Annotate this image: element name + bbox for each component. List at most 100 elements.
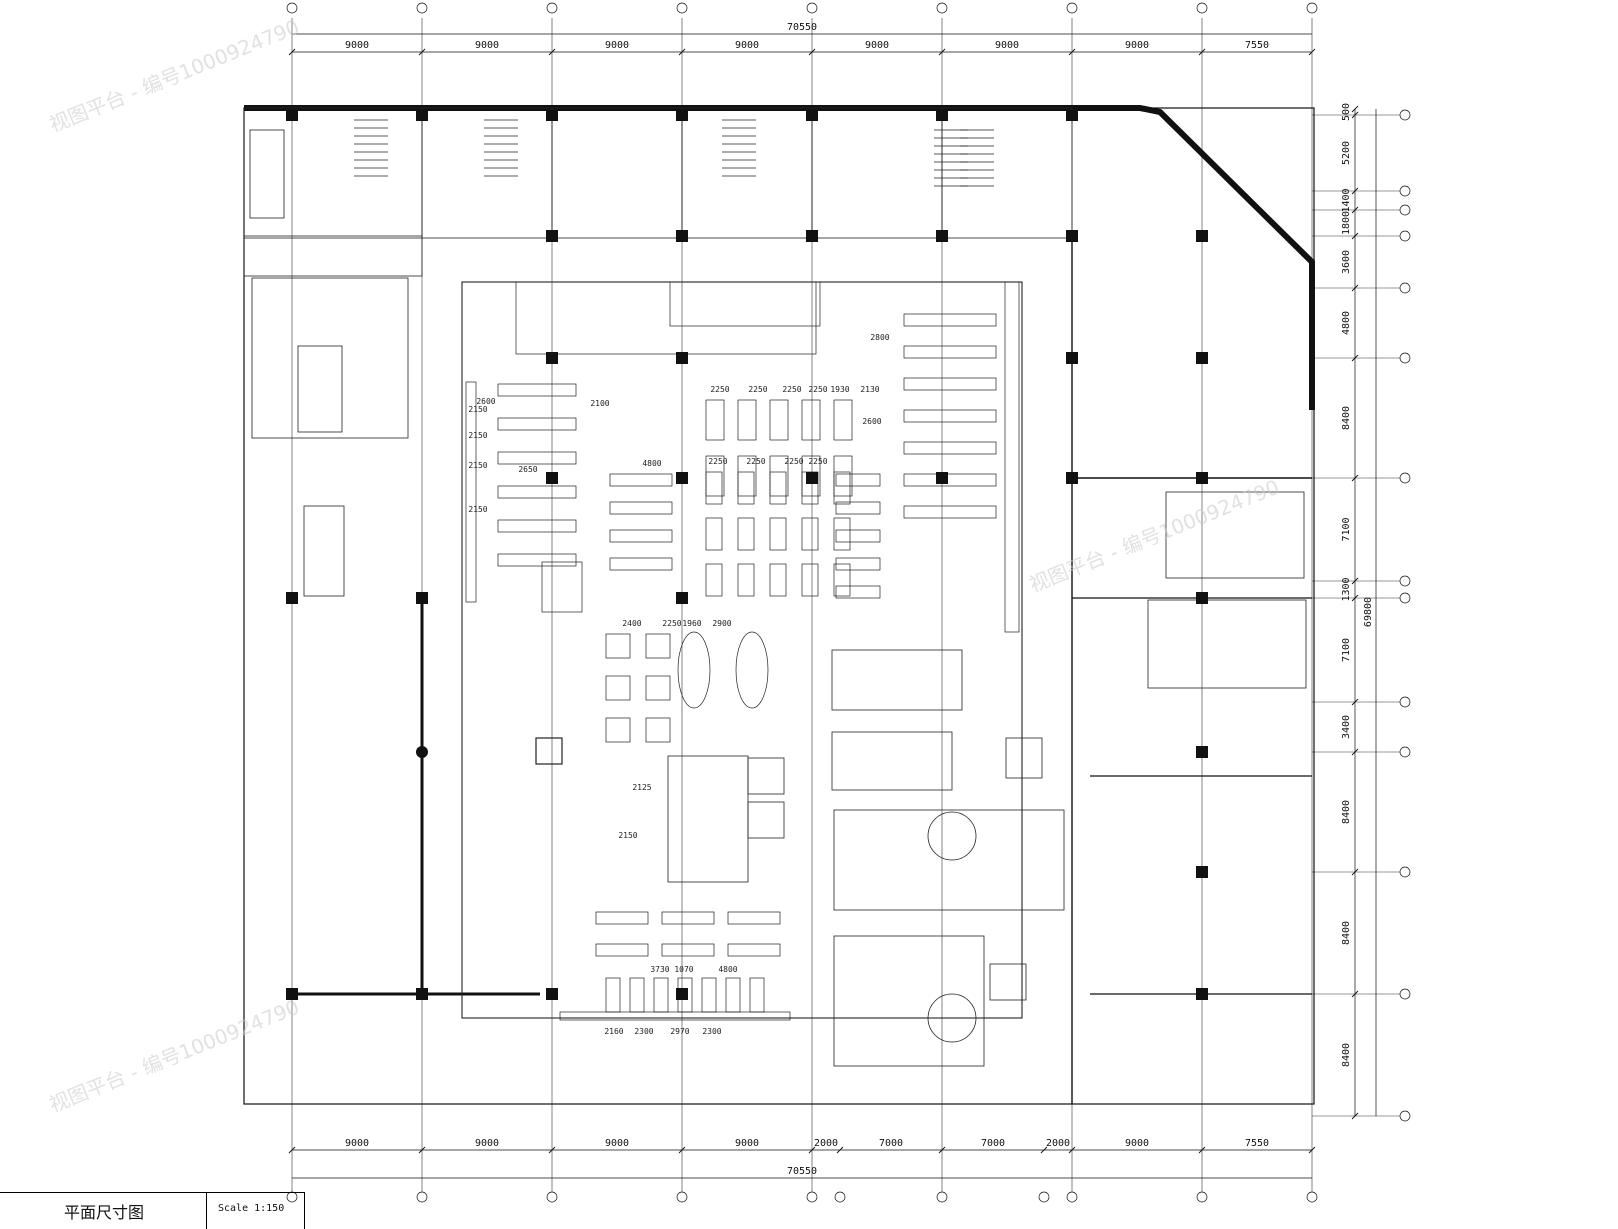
- gondola: [653, 977, 669, 1013]
- dimension-label: 9000: [735, 1138, 759, 1149]
- grid-lines: [291, 18, 1400, 1192]
- interior-dimension-label: 4800: [642, 459, 661, 468]
- dimension-total-label: 70550: [787, 1166, 817, 1177]
- round-column: [416, 746, 428, 758]
- interior-dimension-label: 2130: [860, 385, 879, 394]
- interior-dimension-label: 2600: [862, 417, 881, 426]
- elevator-box: [1005, 737, 1043, 779]
- gondola: [497, 485, 577, 499]
- dimension-label: 3600: [1341, 250, 1352, 274]
- column: [1066, 230, 1078, 242]
- column: [1066, 472, 1078, 484]
- grid-bubble: [1399, 575, 1411, 587]
- display-unit: [737, 563, 755, 597]
- gondola: [609, 557, 673, 571]
- grid-bubble: [1066, 1191, 1078, 1203]
- column: [676, 592, 688, 604]
- column: [1196, 230, 1208, 242]
- display-unit: [705, 399, 725, 441]
- grid-bubble: [1399, 109, 1411, 121]
- dimension-tick: [678, 48, 686, 56]
- gondola: [595, 911, 649, 925]
- dimension-label: 8400: [1341, 921, 1352, 945]
- column: [1196, 592, 1208, 604]
- dimension-label: 5200: [1341, 141, 1352, 165]
- column: [546, 352, 558, 364]
- interior-dimension-label: 2250: [708, 457, 727, 466]
- column: [286, 592, 298, 604]
- dimension-tick: [1198, 48, 1206, 56]
- interior-dimension-label: 1070: [674, 965, 693, 974]
- interior-dimension-label: 2150: [468, 431, 487, 440]
- dimension-label: 9000: [735, 40, 759, 51]
- circular-stair: [927, 811, 977, 861]
- elevator-box: [747, 757, 785, 795]
- interior-dimension-label: 2125: [632, 783, 651, 792]
- dimension-tick: [836, 1146, 844, 1154]
- dimension-tick: [1351, 698, 1359, 706]
- interior-dimension-label: 2250: [782, 385, 801, 394]
- gondola: [835, 501, 881, 515]
- gondola: [497, 383, 577, 397]
- display-unit: [705, 471, 723, 505]
- gondola: [497, 417, 577, 431]
- dimension-label: 8400: [1341, 406, 1352, 430]
- grid-bubble: [1196, 2, 1208, 14]
- gondola: [701, 977, 717, 1013]
- core-room: [831, 731, 953, 791]
- column: [546, 109, 558, 121]
- dimension-tick: [1351, 284, 1359, 292]
- building-walls: [243, 105, 1315, 1105]
- column: [1196, 472, 1208, 484]
- interior-dimension-label: 2250: [784, 457, 803, 466]
- grid-bubble: [1399, 230, 1411, 242]
- dimension-label: 9000: [475, 40, 499, 51]
- interior-dimension-label: 2300: [702, 1027, 721, 1036]
- column: [1196, 352, 1208, 364]
- grid-bubble: [1399, 282, 1411, 294]
- display-unit: [801, 517, 819, 551]
- column: [676, 352, 688, 364]
- cold-room: [669, 281, 821, 327]
- dimension-tick: [1351, 187, 1359, 195]
- dimension-label: 9000: [345, 1138, 369, 1149]
- dimension-tick: [548, 48, 556, 56]
- dimension-tick: [288, 1146, 296, 1154]
- dimension-tick: [1068, 48, 1076, 56]
- dimension-tick: [1351, 354, 1359, 362]
- dimension-tick: [548, 1146, 556, 1154]
- column: [936, 230, 948, 242]
- display-unit: [833, 399, 853, 441]
- dimension-label: 2000: [1046, 1138, 1070, 1149]
- west-elevator: [303, 505, 345, 597]
- service-room: [681, 107, 813, 239]
- gondola: [609, 529, 673, 543]
- wall-shelf: [465, 381, 477, 603]
- interior-dimension-label: 2250: [808, 385, 827, 394]
- grid-bubble: [1399, 592, 1411, 604]
- room-layout: [243, 107, 1307, 1067]
- title-block: 平面尺寸图 Scale 1:150: [0, 1192, 305, 1229]
- grid-bubble: [1306, 1191, 1318, 1203]
- service-room: [243, 107, 423, 239]
- interior-dimension-label: 2160: [604, 1027, 623, 1036]
- kiosk: [535, 737, 563, 765]
- grid-bubble: [1399, 866, 1411, 878]
- column: [1196, 866, 1208, 878]
- service-room: [421, 107, 553, 239]
- perimeter-wall: [244, 105, 1315, 410]
- column: [546, 988, 558, 1000]
- gondola: [609, 473, 673, 487]
- dimension-tick: [1040, 1146, 1048, 1154]
- produce-table: [605, 675, 631, 701]
- dimension-tick: [678, 1146, 686, 1154]
- gondola: [661, 911, 715, 925]
- interior-dimension-label: 2100: [590, 399, 609, 408]
- column: [416, 988, 428, 1000]
- grid-bubble: [1399, 1110, 1411, 1122]
- column: [1066, 352, 1078, 364]
- grid-bubble: [676, 2, 688, 14]
- produce-table: [645, 633, 671, 659]
- gondola: [903, 441, 997, 455]
- dimension-label: 9000: [995, 40, 1019, 51]
